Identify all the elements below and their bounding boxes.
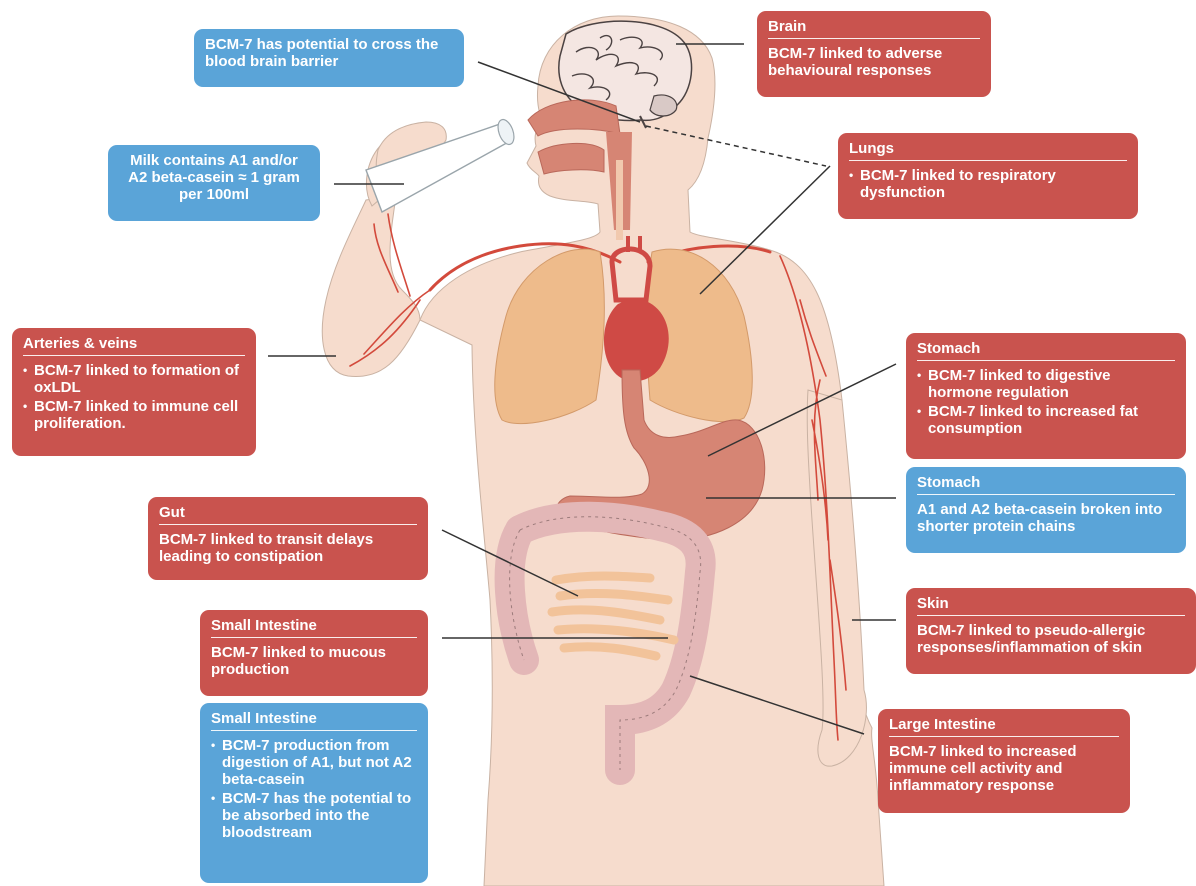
arteries-title: Arteries & veins xyxy=(23,335,245,356)
small-intestine-blue-title: Small Intestine xyxy=(211,710,417,731)
milk-text: Milk contains A1 and/or A2 beta-casein ≈… xyxy=(119,152,309,203)
arteries-bullets: BCM-7 linked to formation of oxLDL BCM-7… xyxy=(23,362,245,432)
small-intestine-blue-callout: Small Intestine BCM-7 production from di… xyxy=(200,703,428,883)
gut-title: Gut xyxy=(159,504,417,525)
stomach-red-callout: Stomach BCM-7 linked to digestive hormon… xyxy=(906,333,1186,459)
arteries-bullet: BCM-7 linked to formation of oxLDL xyxy=(23,362,245,396)
small-intestine-blue-bullet: BCM-7 has the potential to be absorbed i… xyxy=(211,790,417,841)
milk-callout: Milk contains A1 and/or A2 beta-casein ≈… xyxy=(108,145,320,221)
large-intestine-callout: Large Intestine BCM-7 linked to increase… xyxy=(878,709,1130,813)
small-intestine-blue-bullet: BCM-7 production from digestion of A1, b… xyxy=(211,737,417,788)
gut-callout: Gut BCM-7 linked to transit delays leadi… xyxy=(148,497,428,580)
large-intestine-title: Large Intestine xyxy=(889,716,1119,737)
stomach-red-bullet: BCM-7 linked to digestive hormone regula… xyxy=(917,367,1175,401)
oral-cavity xyxy=(528,100,632,240)
lungs-bullet: BCM-7 linked to respiratory dysfunction xyxy=(849,167,1127,201)
stomach-red-title: Stomach xyxy=(917,340,1175,361)
skin-text: BCM-7 linked to pseudo-allergic response… xyxy=(917,622,1185,656)
small-intestine-red-title: Small Intestine xyxy=(211,617,417,638)
stomach-blue-title: Stomach xyxy=(917,474,1175,495)
small-intestine-red-text: BCM-7 linked to mucous production xyxy=(211,644,417,678)
brain-callout: Brain BCM-7 linked to adverse behavioura… xyxy=(757,11,991,97)
stomach-red-bullet: BCM-7 linked to increased fat consumptio… xyxy=(917,403,1175,437)
brain-title: Brain xyxy=(768,18,980,39)
bbb-callout: BCM-7 has potential to cross the blood b… xyxy=(194,29,464,87)
bbb-text: BCM-7 has potential to cross the blood b… xyxy=(205,36,453,70)
small-intestine-blue-bullets: BCM-7 production from digestion of A1, b… xyxy=(211,737,417,841)
arteries-bullet: BCM-7 linked to immune cell proliferatio… xyxy=(23,398,245,432)
arteries-callout: Arteries & veins BCM-7 linked to formati… xyxy=(12,328,256,456)
stomach-blue-text: A1 and A2 beta-casein broken into shorte… xyxy=(917,501,1175,535)
gut-text: BCM-7 linked to transit delays leading t… xyxy=(159,531,417,565)
stomach-blue-callout: Stomach A1 and A2 beta-casein broken int… xyxy=(906,467,1186,553)
lungs-callout: Lungs BCM-7 linked to respiratory dysfun… xyxy=(838,133,1138,219)
lungs-bullets: BCM-7 linked to respiratory dysfunction xyxy=(849,167,1127,201)
stomach-red-bullets: BCM-7 linked to digestive hormone regula… xyxy=(917,367,1175,437)
small-intestine-red-callout: Small Intestine BCM-7 linked to mucous p… xyxy=(200,610,428,696)
skin-title: Skin xyxy=(917,595,1185,616)
large-intestine-text: BCM-7 linked to increased immune cell ac… xyxy=(889,743,1119,794)
brain-text: BCM-7 linked to adverse behavioural resp… xyxy=(768,45,980,79)
skin-callout: Skin BCM-7 linked to pseudo-allergic res… xyxy=(906,588,1196,674)
lungs-title: Lungs xyxy=(849,140,1127,161)
